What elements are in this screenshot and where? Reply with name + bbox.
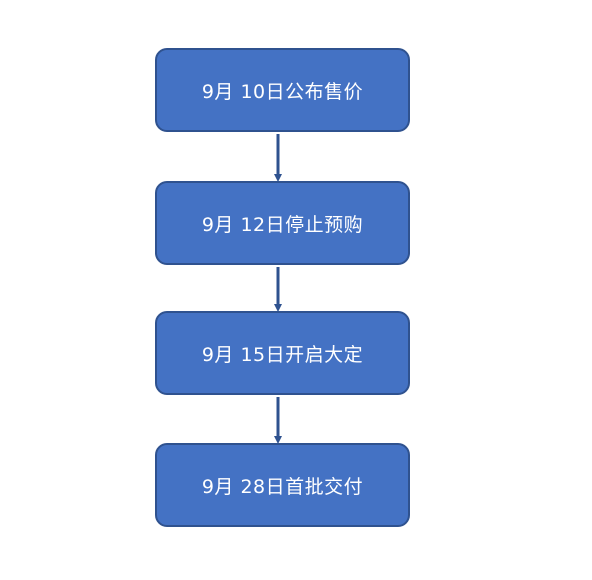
step-node-3: 9月 15日开启大定 — [155, 311, 410, 395]
step-label-1: 9月 10日公布售价 — [201, 80, 364, 103]
step-label-3: 9月 15日开启大定 — [201, 343, 364, 366]
step-label-2: 9月 12日停止预购 — [201, 213, 364, 236]
step-node-1: 9月 10日公布售价 — [155, 48, 410, 132]
step-node-2: 9月 12日停止预购 — [155, 181, 410, 265]
step-node-4: 9月 28日首批交付 — [155, 443, 410, 527]
step-label-4: 9月 28日首批交付 — [201, 475, 364, 498]
